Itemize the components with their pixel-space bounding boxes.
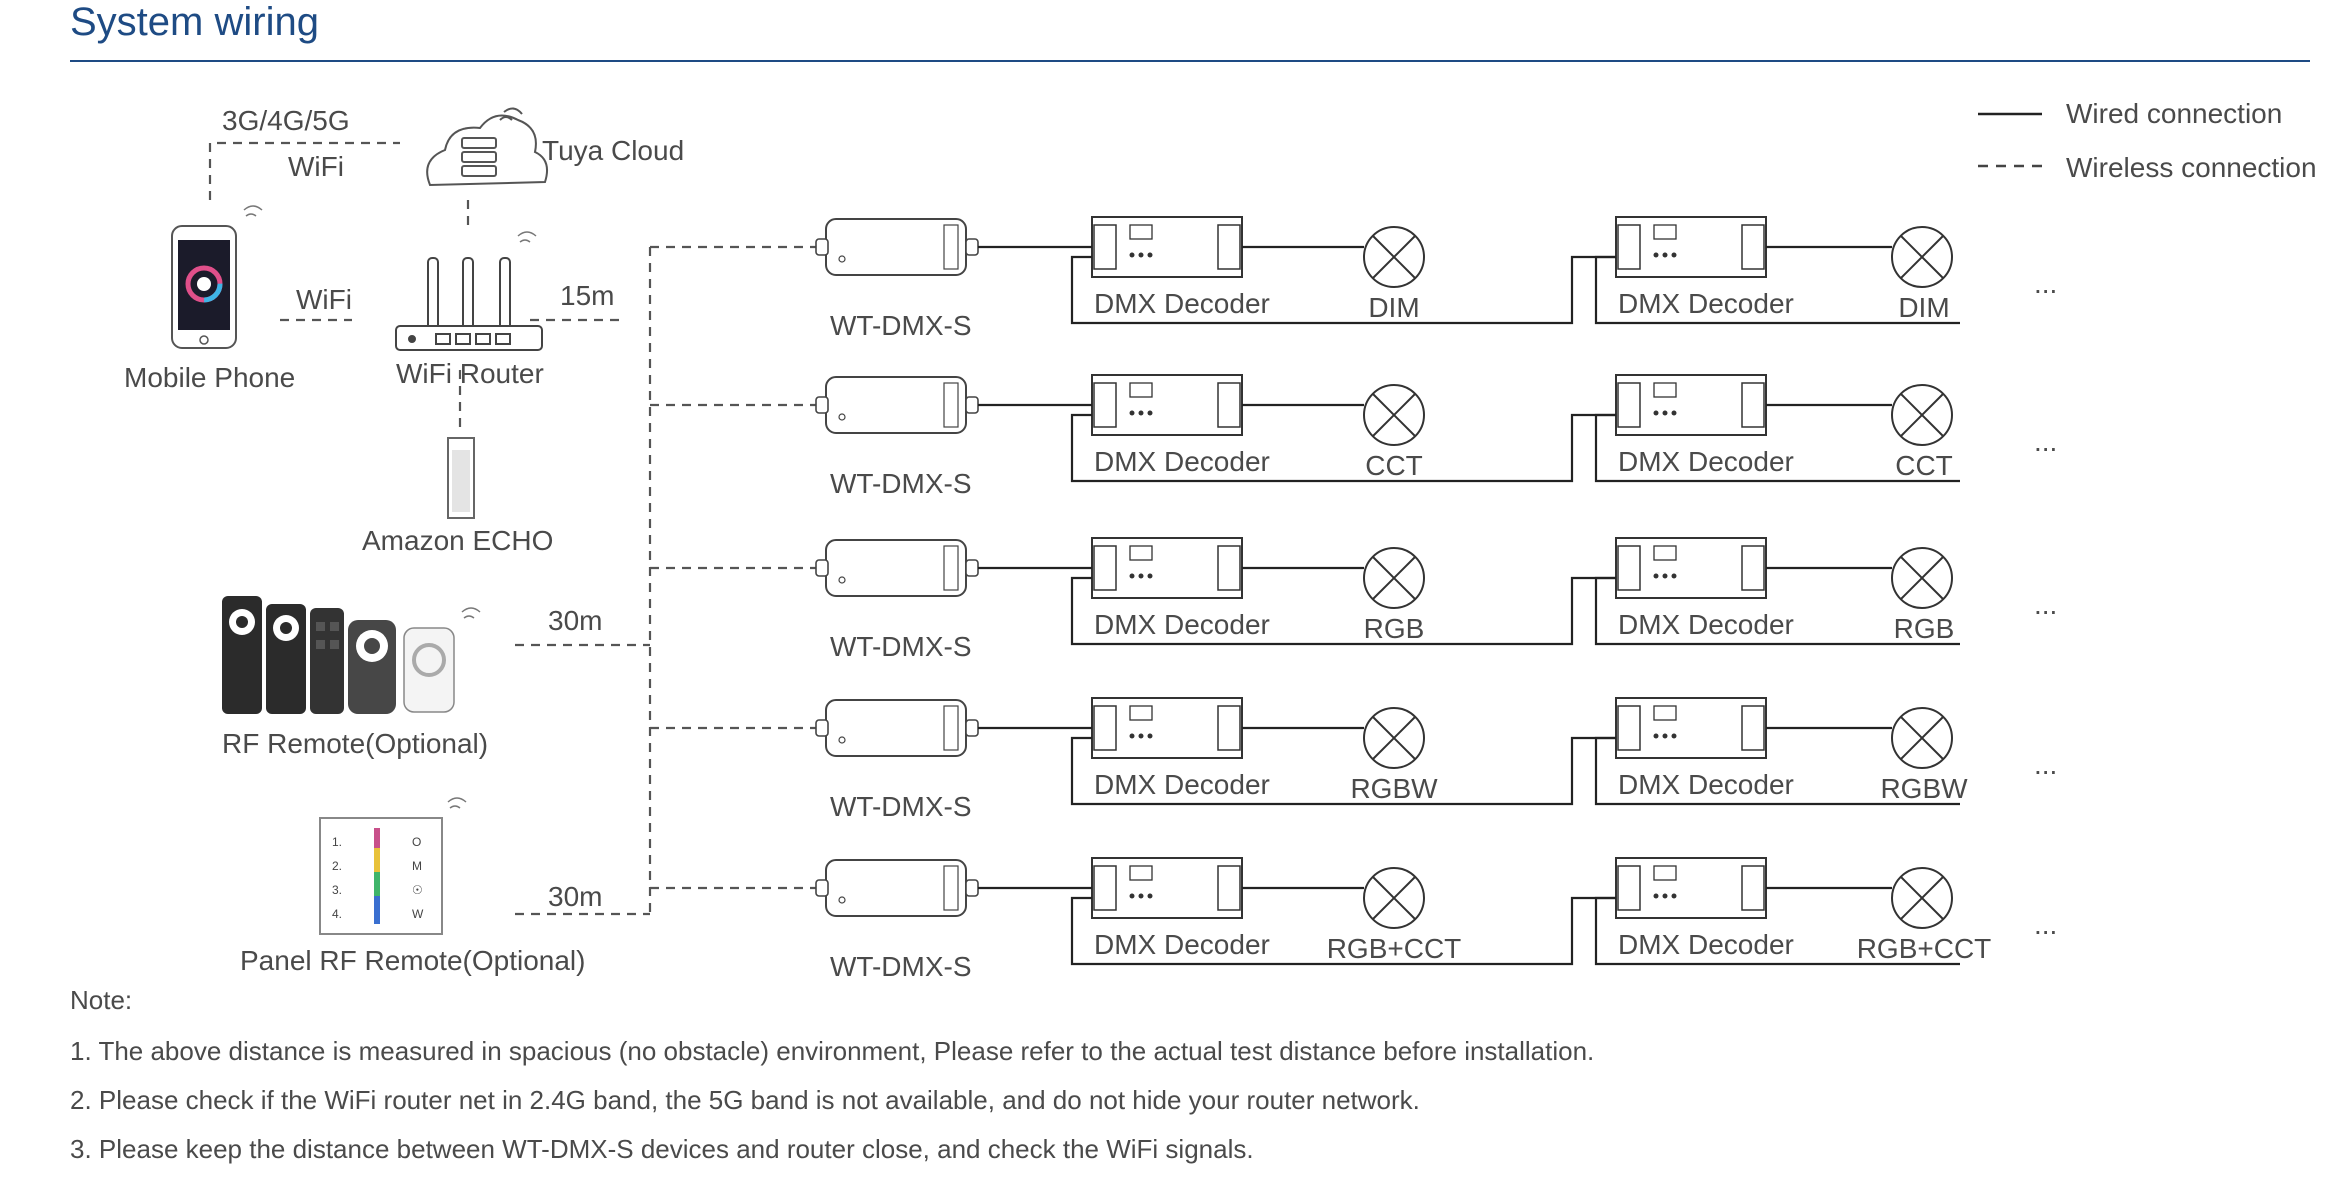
- more-ellipsis: ...: [2034, 749, 2057, 780]
- device-row: WT-DMX-S DMX Decoder DMX Decoder DIM DIM...: [815, 216, 2057, 341]
- light-label-1: DIM: [1368, 292, 1419, 323]
- decoder-label-1: DMX Decoder: [1094, 929, 1270, 960]
- more-ellipsis: ...: [2034, 589, 2057, 620]
- panel-remote-label: Panel RF Remote(Optional): [240, 945, 585, 976]
- distance-30m-label-a: 30m: [548, 605, 602, 636]
- wifi-mid-label: WiFi: [296, 284, 352, 315]
- device-row: WT-DMX-S DMX Decoder DMX Decoder RGB+CCT RGB…: [815, 857, 2057, 980]
- device-row: WT-DMX-S DMX Decoder DMX Decoder RGBW RGBW..…: [815, 697, 2057, 822]
- panel-key-m: M: [412, 859, 422, 873]
- decoder-label-2: DMX Decoder: [1618, 769, 1794, 800]
- phone-label: Mobile Phone: [124, 362, 295, 393]
- decoder-label-1: DMX Decoder: [1094, 288, 1270, 319]
- light-label-2: DIM: [1898, 292, 1949, 323]
- controller-label: WT-DMX-S: [830, 631, 972, 662]
- decoder-label-1: DMX Decoder: [1094, 609, 1270, 640]
- light-label-1: RGB: [1364, 613, 1425, 644]
- controller-label: WT-DMX-S: [830, 310, 972, 341]
- panel-key-2: 2.: [332, 859, 342, 873]
- panel-key-4: 4.: [332, 907, 342, 921]
- note-1: 1. The above distance is measured in spa…: [70, 1036, 1595, 1066]
- decoder-label-2: DMX Decoder: [1618, 929, 1794, 960]
- light-label-1: CCT: [1365, 450, 1423, 481]
- legend-wireless-label: Wireless connection: [2066, 152, 2317, 183]
- note-2: 2. Please check if the WiFi router net i…: [70, 1085, 1420, 1115]
- router-label: WiFi Router: [396, 358, 544, 389]
- panel-key-w: W: [412, 907, 424, 921]
- controller-label: WT-DMX-S: [830, 791, 972, 822]
- more-ellipsis: ...: [2034, 909, 2057, 940]
- distance-15m-label: 15m: [560, 280, 614, 311]
- device-row: WT-DMX-S DMX Decoder DMX Decoder RGB RGB...: [815, 537, 2057, 662]
- light-label-2: RGBW: [1880, 773, 1968, 804]
- panel-key-sun: ☉: [412, 883, 423, 897]
- wiring-diagram: Wired connection Wireless connection 3G/…: [124, 98, 2317, 980]
- echo-label: Amazon ECHO: [362, 525, 553, 556]
- light-label-1: RGBW: [1350, 773, 1438, 804]
- notes-heading: Note:: [70, 985, 133, 1015]
- title-underline: [70, 60, 2310, 62]
- note-3: 3. Please keep the distance between WT-D…: [70, 1134, 1254, 1164]
- panel-key-3: 3.: [332, 883, 342, 897]
- wifi-top-label: WiFi: [288, 151, 344, 182]
- mobile-phone-icon: [171, 205, 263, 349]
- light-label-1: RGB+CCT: [1327, 933, 1462, 964]
- controller-label: WT-DMX-S: [830, 951, 972, 980]
- light-label-2: RGB: [1894, 613, 1955, 644]
- panel-key-o: O: [412, 835, 421, 849]
- amazon-echo-icon: [447, 437, 475, 519]
- rf-remote-label: RF Remote(Optional): [222, 728, 488, 759]
- rf-remote-icons: [222, 596, 481, 714]
- controller-label: WT-DMX-S: [830, 468, 972, 499]
- decoder-label-2: DMX Decoder: [1618, 288, 1794, 319]
- panel-key-1: 1.: [332, 835, 342, 849]
- decoder-label-1: DMX Decoder: [1094, 446, 1270, 477]
- decoder-label-2: DMX Decoder: [1618, 446, 1794, 477]
- legend-wired-label: Wired connection: [2066, 98, 2282, 129]
- wifi-router-icon: [395, 231, 543, 351]
- decoder-label-1: DMX Decoder: [1094, 769, 1270, 800]
- legend: Wired connection Wireless connection: [1978, 98, 2317, 183]
- network-label: 3G/4G/5G: [222, 105, 350, 136]
- cloud-label: Tuya Cloud: [542, 135, 684, 166]
- panel-remote-icon: 1. 2. 3. 4. O M ☉ W: [319, 797, 467, 935]
- wireless-links: [208, 141, 820, 916]
- more-ellipsis: ...: [2034, 268, 2057, 299]
- distance-30m-label-b: 30m: [548, 881, 602, 912]
- notes-section: Note: 1. The above distance is measured …: [70, 985, 1594, 1183]
- page-title: System wiring: [70, 0, 319, 44]
- cloud-icon: [426, 107, 548, 187]
- device-row: WT-DMX-S DMX Decoder DMX Decoder CCT CCT...: [815, 374, 2057, 499]
- decoder-label-2: DMX Decoder: [1618, 609, 1794, 640]
- more-ellipsis: ...: [2034, 426, 2057, 457]
- light-label-2: RGB+CCT: [1857, 933, 1992, 964]
- light-label-2: CCT: [1895, 450, 1953, 481]
